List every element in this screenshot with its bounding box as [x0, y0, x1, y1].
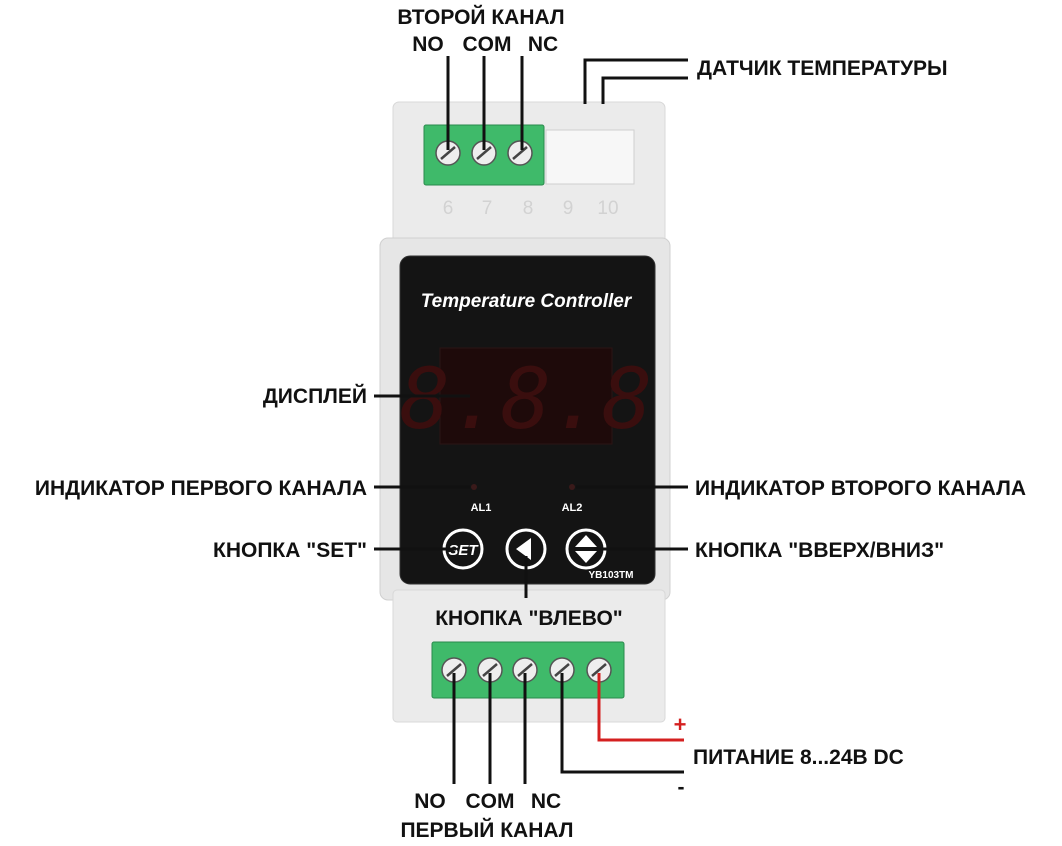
- left-button[interactable]: [505, 528, 547, 570]
- channel1-nc-label: NC: [531, 790, 561, 813]
- bottom-terminal-block: [431, 641, 625, 699]
- display-label: ДИСПЛЕЙ: [263, 384, 367, 408]
- annotation-labels: ВТОРОЙ КАНАЛ NO COM NC ДАТЧИК ТЕМПЕРАТУР…: [35, 5, 1026, 842]
- plus-sign: +: [674, 712, 687, 737]
- up-arrow-icon: [575, 535, 597, 547]
- set-button-caption: КНОПКА "SET": [213, 539, 367, 562]
- pin-number: 7: [482, 198, 493, 219]
- pin-number: 10: [597, 198, 618, 219]
- indicator2-label: ИНДИКАТОР ВТОРОГО КАНАЛА: [695, 477, 1026, 500]
- al2-label: AL2: [562, 502, 583, 514]
- al1-led-icon: [471, 484, 477, 490]
- pin-numbers: 6 7 8 9 10: [443, 198, 619, 219]
- indicator1-label: ИНДИКАТОР ПЕРВОГО КАНАЛА: [35, 477, 367, 500]
- al2-led-icon: [569, 484, 575, 490]
- set-button[interactable]: SET: [442, 528, 484, 570]
- channel1-no-label: NO: [414, 790, 446, 813]
- up-down-button-caption: КНОПКА "ВВЕРХ/ВНИЗ": [695, 539, 944, 562]
- al1-label: AL1: [471, 502, 492, 514]
- display-digits: 8.8.8: [400, 350, 653, 448]
- power-label: ПИТАНИЕ 8...24В DC: [693, 746, 904, 769]
- pin-number: 8: [523, 198, 534, 219]
- channel1-com-label: COM: [466, 790, 515, 813]
- channel1-title-label: ПЕРВЫЙ КАНАЛ: [400, 818, 573, 842]
- minus-sign: -: [678, 776, 685, 799]
- temp-sensor-label: ДАТЧИК ТЕМПЕРАТУРЫ: [697, 57, 948, 80]
- model-label: YB103TM: [588, 570, 633, 581]
- channel2-com-label: COM: [463, 33, 512, 56]
- terminal-screw-2[interactable]: [477, 657, 503, 683]
- set-button-label: SET: [448, 542, 479, 559]
- pin-number: 9: [563, 198, 574, 219]
- pin-number: 6: [443, 198, 454, 219]
- channel2-title-label: ВТОРОЙ КАНАЛ: [397, 5, 564, 29]
- leader-lines: [374, 56, 688, 784]
- channel2-nc-label: NC: [528, 33, 558, 56]
- front-panel: Temperature Controller 8.8.8 AL1 AL2 SET…: [399, 255, 656, 585]
- terminal-screw-5[interactable]: [586, 657, 612, 683]
- left-button-caption: КНОПКА "ВЛЕВО": [435, 607, 623, 630]
- down-arrow-icon: [575, 551, 597, 563]
- left-arrow-icon: [516, 538, 531, 560]
- brand-label: Temperature Controller: [421, 291, 633, 312]
- terminal-screw-8[interactable]: [507, 140, 533, 166]
- channel2-no-label: NO: [412, 33, 444, 56]
